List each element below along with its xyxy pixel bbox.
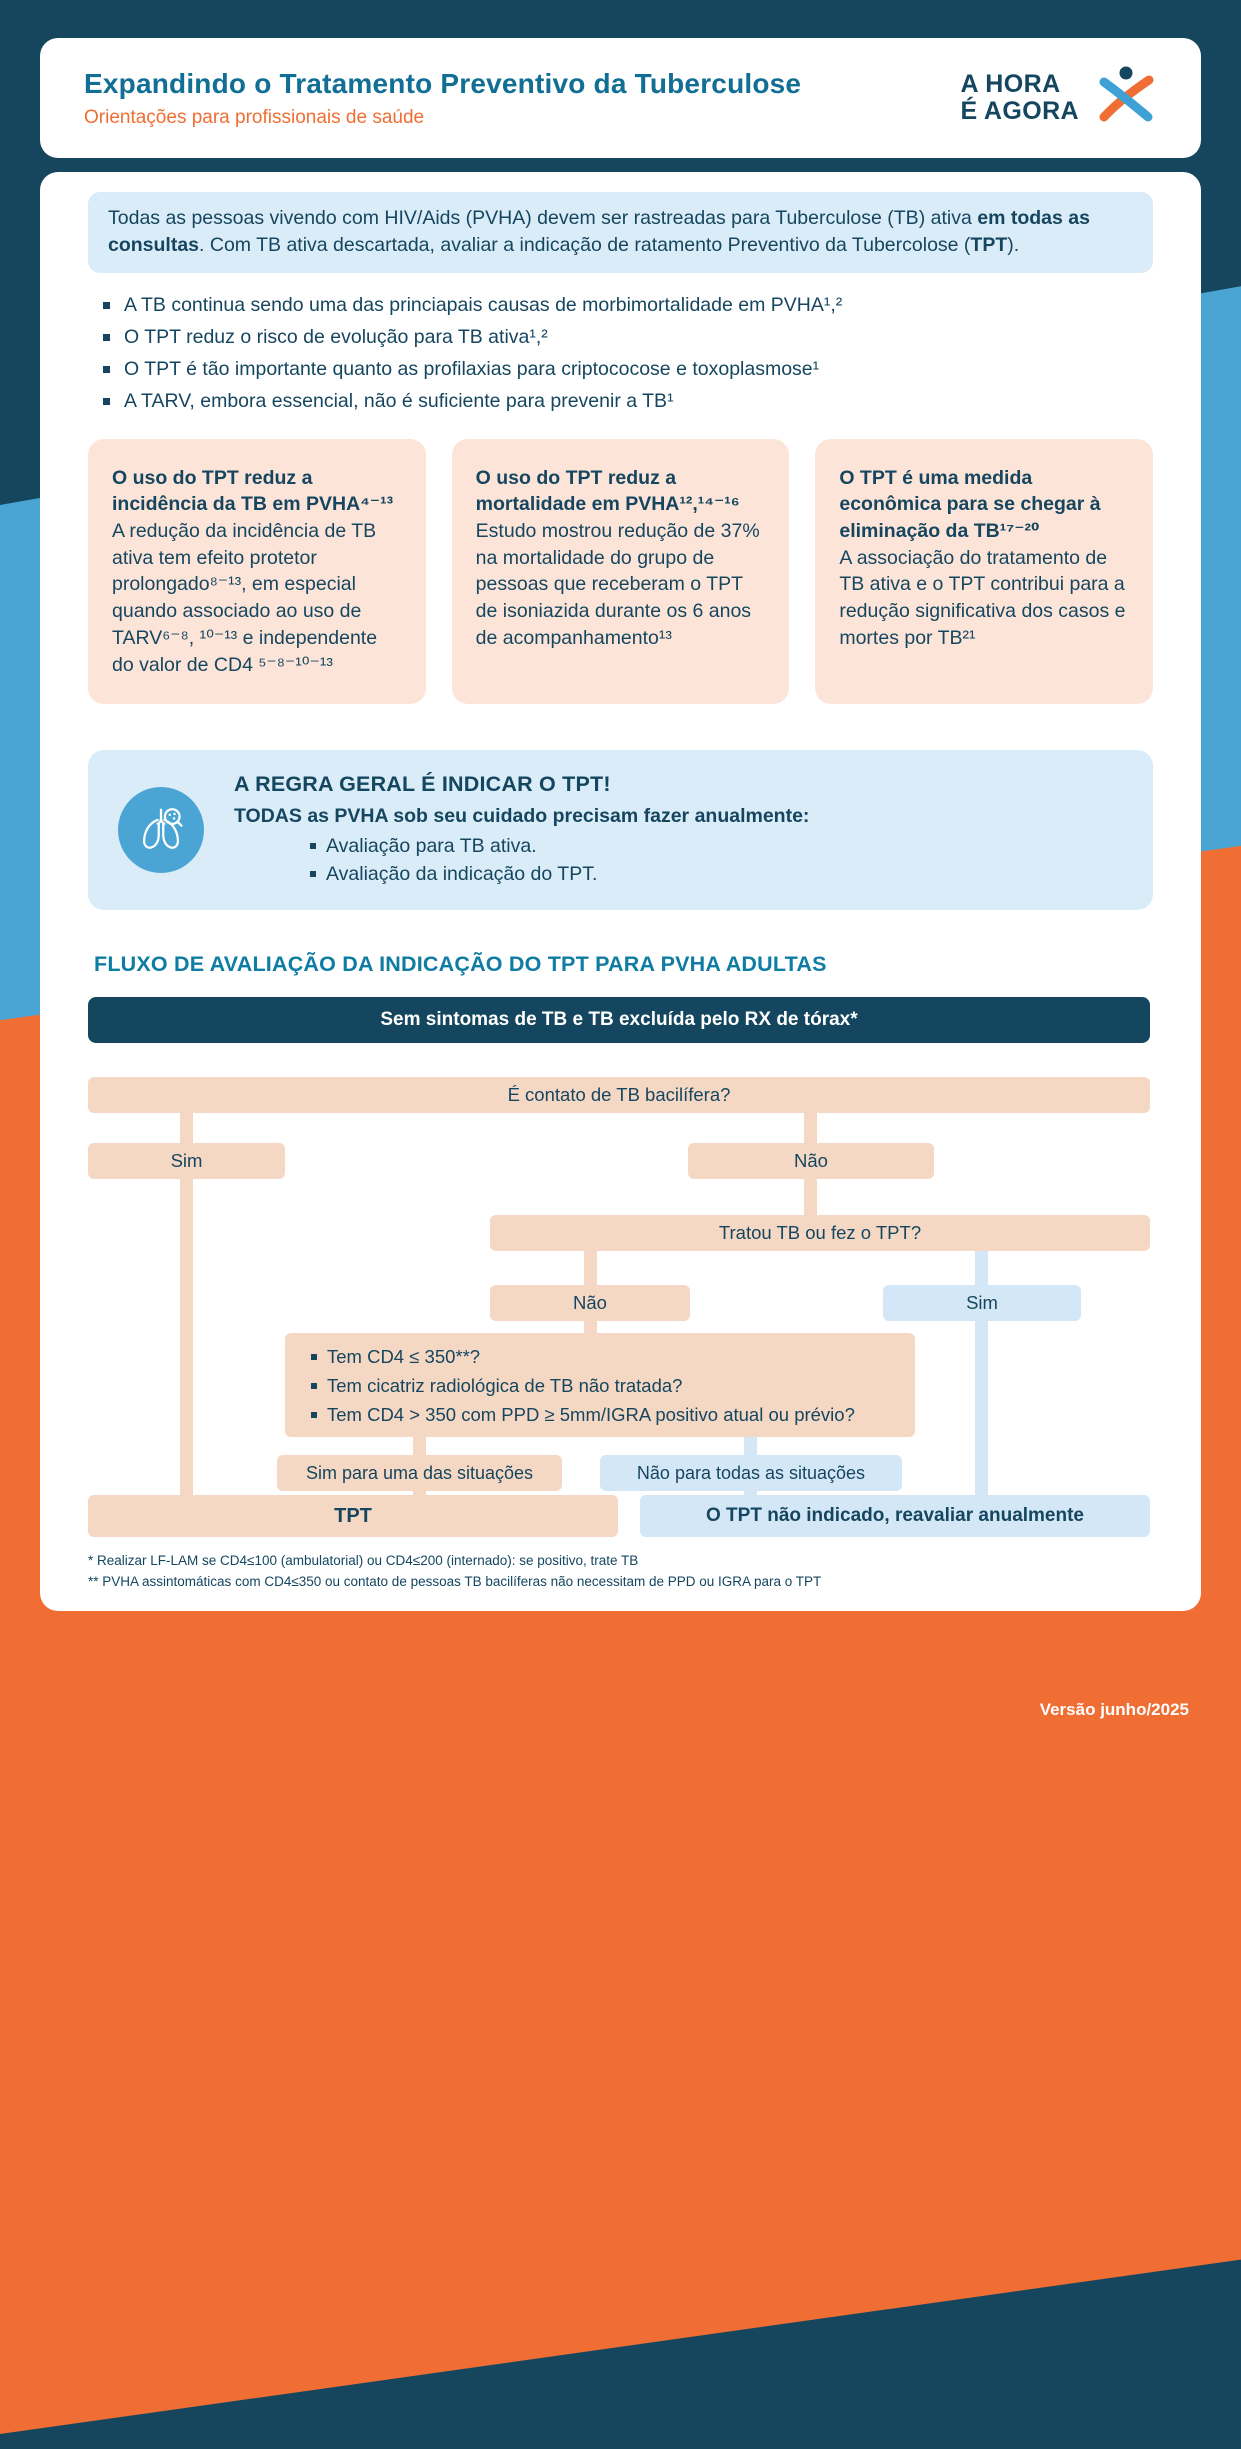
flow-connector <box>584 1245 597 1294</box>
flow-section-heading: FLUXO DE AVALIAÇÃO DA INDICAÇÃO DO TPT P… <box>94 952 827 977</box>
header-card: Expandindo o Tratamento Preventivo da Tu… <box>40 38 1201 158</box>
flow-connector <box>180 1172 193 1508</box>
benefit-cards: O uso do TPT reduz a incidência da TB em… <box>88 438 1154 705</box>
flow-connector <box>413 1431 426 1462</box>
key-points-list: A TB continua sendo uma das princiapais … <box>98 289 1153 417</box>
rule-text: A REGRA GERAL É INDICAR O TPT! TODAS as … <box>234 772 809 888</box>
logo-text: A HORA É AGORA <box>960 71 1079 125</box>
criteria-item: Tem CD4 > 350 com PPD ≥ 5mm/IGRA positiv… <box>309 1400 855 1429</box>
card-body: A redução da incidência de TB ativa tem … <box>112 520 378 676</box>
key-point-item: A TB continua sendo uma das princiapais … <box>98 289 1153 321</box>
flow-question-treated: Tratou TB ou fez o TPT? <box>490 1215 1150 1252</box>
flow-result-no-tpt: O TPT não indicado, reavaliar anualmente <box>640 1495 1150 1538</box>
benefit-card-incidence: O uso do TPT reduz a incidência da TB em… <box>88 438 426 705</box>
card-title: O uso do TPT reduz a mortalidade em PVHA… <box>475 466 740 516</box>
card-title: O uso do TPT reduz a incidência da TB em… <box>112 466 394 516</box>
footnotes: * Realizar LF-LAM se CD4≤100 (ambulatori… <box>88 1551 1153 1593</box>
card-title: O TPT é uma medida econômica para se che… <box>839 466 1101 542</box>
intro-box: Todas as pessoas vivendo com HIV/Aids (P… <box>88 192 1153 273</box>
logo-line-1: A HORA <box>960 70 1061 98</box>
footnote-item: * Realizar LF-LAM se CD4≤100 (ambulatori… <box>88 1553 639 1569</box>
key-point-item: O TPT reduz o risco de evolução para TB … <box>98 321 1153 353</box>
flow-answer-nao-contact: Não <box>688 1143 934 1180</box>
card-body: Estudo mostrou redução de 37% na mortali… <box>475 520 760 649</box>
flow-result-tpt: TPT <box>88 1495 618 1538</box>
tpt-flowchart: Sem sintomas de TB e TB excluída pelo RX… <box>88 997 1150 1538</box>
key-point-item: A TARV, embora essencial, não é suficien… <box>98 385 1153 417</box>
rule-subheading: TODAS as PVHA sob seu cuidado precisam f… <box>234 805 810 828</box>
criteria-item: Tem CD4 ≤ 350**? <box>309 1342 855 1371</box>
rule-bullet: Avaliação da indicação do TPT. <box>310 860 809 888</box>
flow-outcome-nao: Não para todas as situações <box>600 1455 902 1492</box>
person-asterisk-icon <box>1099 66 1154 122</box>
page-title: Expandindo o Tratamento Preventivo da Tu… <box>84 67 802 99</box>
benefit-card-mortality: O uso do TPT reduz a mortalidade em PVHA… <box>451 438 790 705</box>
version-label: Versão junho/2025 <box>1039 1700 1189 1719</box>
rule-heading: A REGRA GERAL É INDICAR O TPT! <box>234 772 611 797</box>
flow-answer-sim-contact: Sim <box>88 1143 285 1180</box>
flow-outcome-sim: Sim para uma das situações <box>277 1455 562 1492</box>
general-rule-box: A REGRA GERAL É INDICAR O TPT! TODAS as … <box>88 750 1153 911</box>
rule-bullet: Avaliação para TB ativa. <box>310 832 809 860</box>
logo-line-2: É AGORA <box>960 97 1079 125</box>
page-subtitle: Orientações para profissionais de saúde <box>84 106 425 128</box>
flow-connector <box>804 1107 817 1152</box>
flow-connector <box>180 1107 193 1152</box>
rule-bullet-list: Avaliação para TB ativa. Avaliação da in… <box>310 832 809 888</box>
key-point-item: O TPT é tão importante quanto as profila… <box>98 353 1153 385</box>
benefit-card-economic: O TPT é uma medida econômica para se che… <box>815 438 1154 705</box>
flow-connector <box>744 1431 757 1462</box>
intro-paragraph: Todas as pessoas vivendo com HIV/Aids (P… <box>108 207 1090 257</box>
card-body: A associação do tratamento de TB ativa e… <box>839 546 1126 649</box>
main-card: Todas as pessoas vivendo com HIV/Aids (P… <box>40 172 1201 1612</box>
footnote-item: ** PVHA assintomáticas com CD4≤350 ou co… <box>88 1574 822 1590</box>
a-hora-e-agora-logo: A HORA É AGORA <box>960 62 1161 134</box>
lungs-magnifier-icon <box>118 787 204 874</box>
flow-answer-nao-treated: Não <box>490 1285 690 1322</box>
flow-question-contact: É contato de TB bacilífera? <box>88 1077 1150 1114</box>
criteria-item: Tem cicatriz radiológica de TB não trata… <box>309 1371 855 1400</box>
header-text: Expandindo o Tratamento Preventivo da Tu… <box>84 68 801 129</box>
flow-criteria-list: Tem CD4 ≤ 350**? Tem cicatriz radiológic… <box>309 1342 855 1429</box>
flow-connector <box>804 1175 817 1224</box>
flow-criteria-box: Tem CD4 ≤ 350**? Tem cicatriz radiológic… <box>285 1333 915 1438</box>
flow-header-bar: Sem sintomas de TB e TB excluída pelo RX… <box>88 997 1150 1044</box>
flow-answer-sim-treated: Sim <box>883 1285 1081 1322</box>
